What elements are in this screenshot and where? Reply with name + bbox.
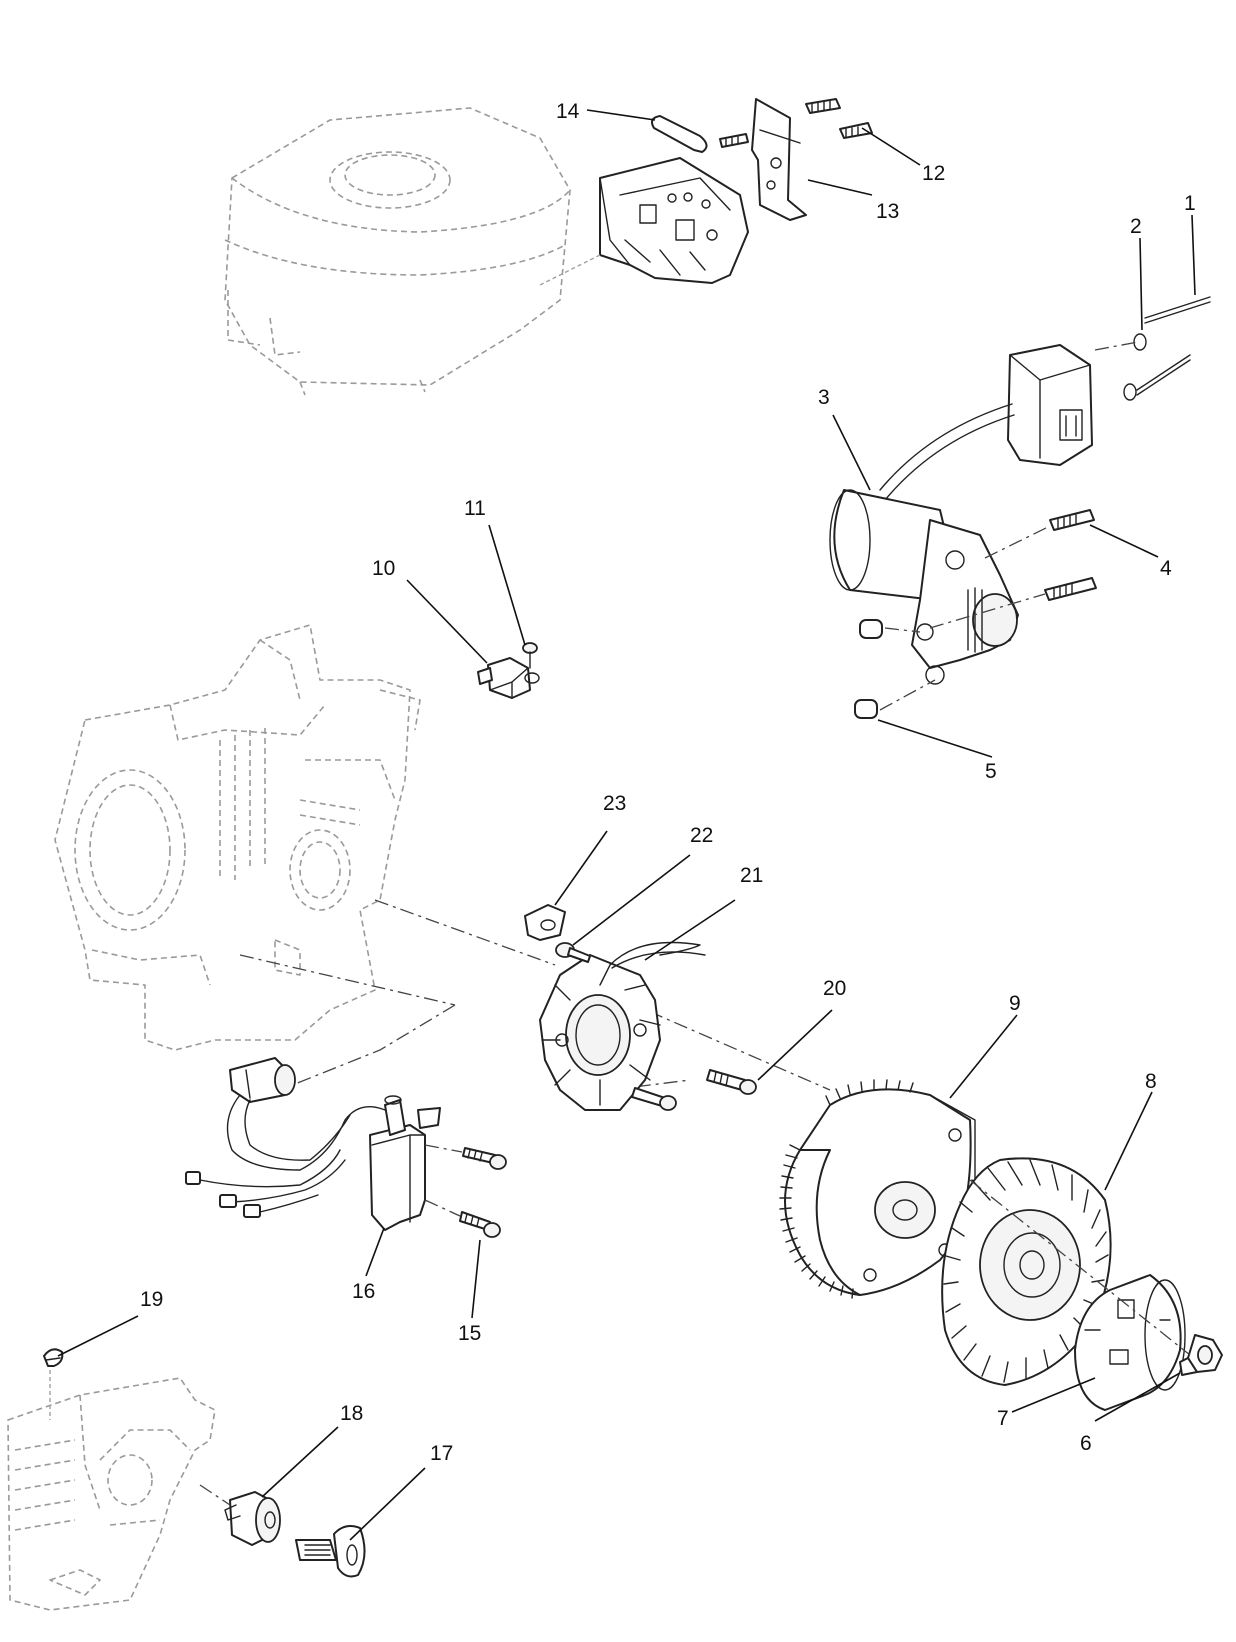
long-bolts-1: [1136, 296, 1211, 396]
callout-10: 10: [372, 557, 395, 580]
leader-lines: [57, 109, 1196, 1541]
callout-17: 17: [430, 1442, 453, 1465]
callout-9: 9: [1009, 992, 1021, 1015]
callout-15: 15: [458, 1322, 481, 1345]
clip-23: [524, 904, 566, 941]
ignition-switch-18: [224, 1491, 281, 1546]
callout-14: 14: [556, 100, 580, 123]
callout-20: 20: [823, 977, 846, 1000]
callout-labels: 1 2 3 4 5 6 7 8 9 10 11 12 13 14 15 16 1…: [140, 100, 1196, 1465]
callout-22: 22: [690, 824, 713, 847]
callout-16: 16: [352, 1280, 375, 1303]
starter-motor-3: [829, 489, 1019, 685]
callout-21: 21: [740, 864, 763, 887]
ignition-coil-16: [369, 1095, 441, 1231]
engine-block-ghost: [54, 624, 421, 1051]
spark-plug-cap: [229, 1057, 296, 1103]
control-panel-bracket: [599, 157, 749, 284]
choke-lever-14: [651, 115, 708, 153]
wire-clip-19: [43, 1348, 64, 1367]
starter-relay: [1007, 344, 1093, 466]
callout-1: 1: [1184, 192, 1196, 215]
dowel-pins-5: [854, 619, 883, 719]
callout-6: 6: [1080, 1432, 1092, 1455]
starter-cup-7: [1074, 1274, 1186, 1411]
cooling-fan-8: [941, 1157, 1112, 1386]
callout-13: 13: [876, 200, 899, 223]
oil-sensor-10: [477, 657, 540, 699]
callout-4: 4: [1160, 557, 1172, 580]
mounting-plate: [751, 98, 807, 221]
callout-18: 18: [340, 1402, 363, 1425]
callout-23: 23: [603, 792, 626, 815]
coil-bolts-15: [459, 1147, 507, 1238]
callout-11: 11: [464, 497, 486, 520]
callout-8: 8: [1145, 1070, 1157, 1093]
starter-bolts-4: [1044, 509, 1097, 601]
callout-2: 2: [1130, 215, 1142, 238]
flywheel-9: [779, 1079, 976, 1299]
flywheel-nut-6: [1179, 1334, 1223, 1376]
callout-3: 3: [818, 386, 830, 409]
control-box-ghost: [7, 1377, 216, 1611]
callout-7: 7: [997, 1407, 1009, 1430]
bolts-12: [719, 98, 873, 148]
bolts-20: [631, 1069, 757, 1111]
bolt-22: [555, 942, 591, 963]
washers-2: [1123, 333, 1147, 401]
stator-21: [539, 954, 661, 1111]
ignition-key-17: [295, 1525, 366, 1578]
screw-11: [522, 642, 538, 669]
callout-19: 19: [140, 1288, 163, 1311]
fuel-tank-ghost: [224, 107, 571, 396]
callout-12: 12: [922, 162, 945, 185]
callout-5: 5: [985, 760, 997, 783]
wire-harness: [185, 1094, 386, 1218]
